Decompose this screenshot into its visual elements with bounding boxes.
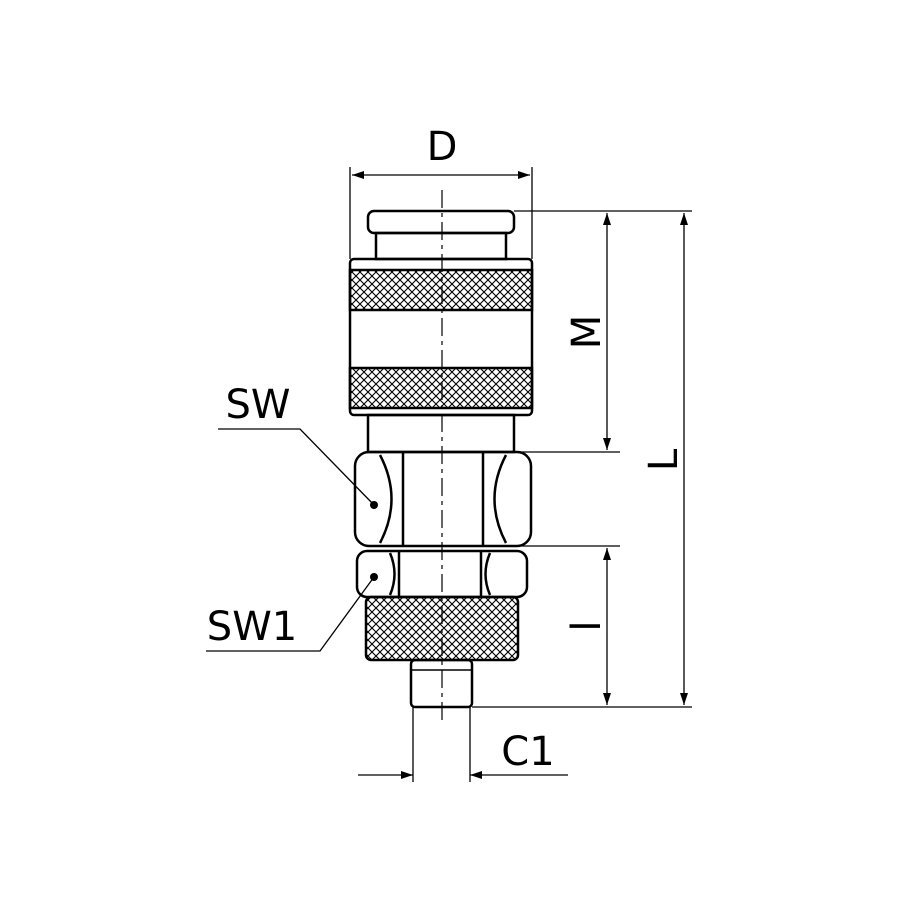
body-neck (366, 413, 516, 454)
label-sw1: SW1 (207, 604, 297, 650)
coupling-part (348, 209, 534, 709)
sw-leader (218, 428, 375, 506)
hex-sw (353, 450, 533, 548)
sw1-leader (206, 576, 375, 652)
label-l: L (641, 448, 687, 471)
knurl-band-upper (348, 268, 534, 312)
label-d: D (427, 124, 458, 170)
label-c1: C1 (501, 729, 554, 775)
plug-neck (374, 231, 508, 261)
sw-leader-dot (370, 501, 378, 509)
sw1-leader-dot (370, 573, 378, 581)
label-m: M (564, 315, 610, 350)
dimension-lines (206, 167, 692, 782)
label-sw: SW (226, 382, 291, 428)
plug-tip (366, 209, 516, 235)
knurl-band-lower (348, 366, 534, 410)
label-l-small: l (564, 620, 610, 631)
